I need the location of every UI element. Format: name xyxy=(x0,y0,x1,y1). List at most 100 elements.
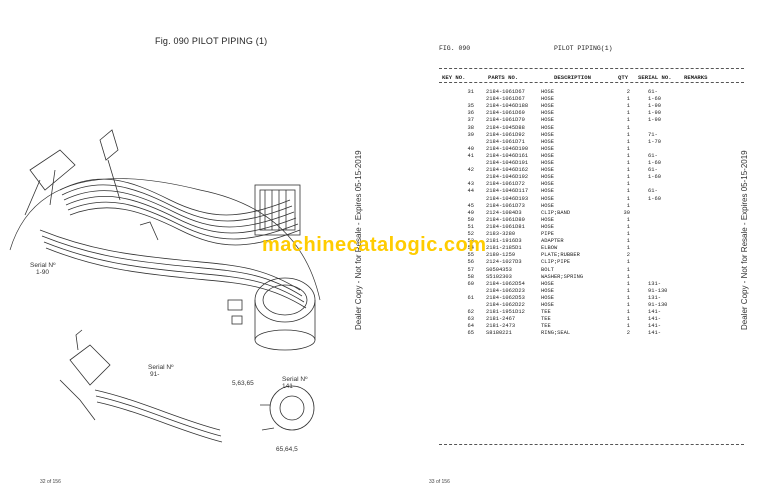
qty-cell: 1 xyxy=(626,294,630,301)
description-cell: HOSE xyxy=(541,103,554,110)
serial-b-label: Serial Nº xyxy=(148,364,174,371)
description-cell: TEE xyxy=(541,323,551,330)
description-cell: HOSE xyxy=(541,188,554,195)
part-number-cell: 2184-1046D188 xyxy=(486,103,529,110)
key-cell: 52 xyxy=(467,231,474,237)
qty-cell: 1 xyxy=(626,287,630,294)
part-number-cell: 2181-1916D3 xyxy=(486,238,522,245)
key-cell: 41 xyxy=(467,152,474,159)
key-cell: 43 xyxy=(467,181,474,188)
qty-cell: 1 xyxy=(626,302,630,308)
qty-cell: 1 xyxy=(626,181,630,188)
key-cell: 64 xyxy=(467,323,474,330)
qty-cell: 1 xyxy=(626,202,630,209)
qty-cell: 30 xyxy=(623,209,630,216)
part-number-cell: 2124-1084D3 xyxy=(486,209,522,216)
key-cell: 39 xyxy=(467,131,474,138)
qty-cell: 1 xyxy=(626,188,630,195)
col-header-qty: QTY xyxy=(618,74,629,81)
col-header-desc: DESCRIPTION xyxy=(554,74,591,81)
qty-cell: 1 xyxy=(626,195,630,202)
key-cell: 45 xyxy=(467,202,474,209)
key-cell: 55 xyxy=(467,252,474,259)
qty-cell: 1 xyxy=(626,309,630,316)
description-cell: HOSE xyxy=(541,110,554,117)
watermark: machinecatalogic.com xyxy=(262,234,487,256)
callout-b: 65,64,5 xyxy=(276,446,298,453)
qty-cell: 1 xyxy=(626,131,630,138)
description-cell: HOSE xyxy=(541,124,554,131)
serial-cell: 1-90 xyxy=(648,117,661,124)
qty-cell: 1 xyxy=(626,103,630,110)
qty-cell: 1 xyxy=(626,174,630,181)
part-number-cell: 2180-1259 xyxy=(486,252,516,259)
key-cell: 62 xyxy=(467,309,474,316)
key-cell: 44 xyxy=(467,188,474,195)
qty-cell: 1 xyxy=(626,124,630,131)
part-number-cell: 2184-1061D70 xyxy=(486,117,525,124)
qty-cell: 1 xyxy=(626,245,630,252)
description-cell: CLIP;BAND xyxy=(541,209,571,216)
serial-label-a: Serial Nº 1-90 xyxy=(30,262,56,276)
part-number-cell: 2184-1061D71 xyxy=(486,138,525,145)
part-number-cell: 2184-1046D191 xyxy=(486,160,529,166)
qty-cell: 1 xyxy=(626,160,630,166)
qty-cell: 1 xyxy=(626,223,630,230)
dealer-notice-right: Dealer Copy - Not for Resale - Expires 0… xyxy=(740,150,749,330)
description-cell: HOSE xyxy=(541,223,554,230)
description-cell: BOLT xyxy=(541,266,554,273)
description-cell: HOSE xyxy=(541,145,554,152)
part-number-cell: 2184-1061D72 xyxy=(486,181,525,188)
qty-cell: 1 xyxy=(626,273,630,280)
description-cell: WASHER;SPRING xyxy=(541,273,584,280)
part-number-cell: 2184-1046D193 xyxy=(486,195,529,202)
serial-cell: 1-60 xyxy=(648,160,661,166)
serial-cell: 1-90 xyxy=(648,110,661,117)
description-cell: HOSE xyxy=(541,287,554,294)
qty-cell: 1 xyxy=(626,96,630,103)
part-number-cell: 2184-1061D67 xyxy=(486,96,525,103)
description-cell: CLIP;PIPE xyxy=(541,259,571,266)
key-cell: 49 xyxy=(467,209,474,216)
key-cell: 54 xyxy=(467,245,474,252)
key-cell: 50 xyxy=(467,216,474,223)
part-number-cell: 2181-1951D12 xyxy=(486,309,525,316)
serial-cell: 61- xyxy=(648,167,658,174)
serial-cell: 131- xyxy=(648,280,661,287)
part-number-cell: S8180221 xyxy=(486,330,512,337)
key-cell: 51 xyxy=(467,223,474,230)
key-cell: 58 xyxy=(467,273,474,280)
part-number-cell: 2184-1046D161 xyxy=(486,152,529,159)
key-cell: 53 xyxy=(467,238,474,245)
serial-cell: 1-60 xyxy=(648,174,661,181)
key-cell: 40 xyxy=(467,145,474,152)
description-cell: HOSE xyxy=(541,174,554,181)
serial-cell: 141- xyxy=(648,330,661,337)
description-cell: HOSE xyxy=(541,138,554,145)
part-number-cell: 2124-1027D3 xyxy=(486,259,522,266)
qty-cell: 1 xyxy=(626,259,630,266)
part-number-cell: S0504353 xyxy=(486,266,512,273)
table-row: 49 2124-1084D3 CLIP;BAND 30 xyxy=(384,210,768,217)
qty-cell: 1 xyxy=(626,231,630,237)
serial-b-value: 91- xyxy=(150,371,160,378)
qty-cell: 1 xyxy=(626,117,630,124)
description-cell: HOSE xyxy=(541,195,554,202)
right-page: FIG. 090 PILOT PIPING(1) KEY NO. PARTS N… xyxy=(384,0,768,496)
description-cell: HOSE xyxy=(541,96,554,103)
key-cell: 35 xyxy=(467,103,474,110)
serial-label-c: Serial Nº 141- xyxy=(282,376,308,390)
pilot-piping-diagram xyxy=(9,129,321,443)
description-cell: HOSE xyxy=(541,280,554,287)
qty-cell: 2 xyxy=(626,89,630,95)
